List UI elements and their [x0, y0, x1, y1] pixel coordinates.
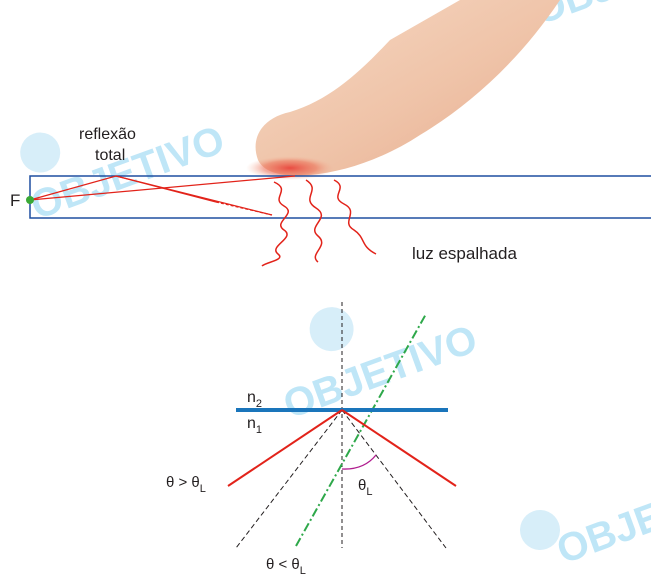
ray-dashed-segment [215, 201, 273, 216]
finger-illustration [246, 0, 560, 180]
scatter-label: luz espalhada [412, 244, 517, 263]
angle-greater-label: θ > θL [166, 474, 206, 495]
angle-limit-label: θL [358, 477, 372, 498]
watermark-emblem [309, 307, 354, 352]
watermark-logo-4: OBJETIVO [520, 462, 651, 573]
medium-n1-label: n1 [247, 415, 262, 436]
watermark-logo-2: OBJETIVO [278, 307, 483, 427]
watermark-group: OBJETIVO OBJETIVO OBJETIVO OBJETIVO [20, 0, 651, 573]
scatter-wave-2 [305, 179, 323, 263]
reflection-label-line1: reflexão [79, 126, 136, 143]
watermark-emblem [20, 132, 61, 173]
finger-contact-glow [246, 156, 334, 180]
finger-shape [255, 0, 560, 176]
watermark-emblem [520, 510, 560, 550]
medium-n2-label: n2 [247, 389, 262, 410]
top-figure: F reflexão total luz espalhada [10, 0, 651, 267]
dashed-ray-right [341, 409, 447, 549]
limit-angle-arc [341, 454, 377, 470]
angle-smaller-label: θ < θL [266, 556, 306, 576]
source-label: F [10, 191, 20, 210]
scatter-wave-3 [333, 179, 377, 255]
ray-segment [115, 175, 217, 203]
scatter-wave-1 [261, 181, 289, 267]
reflected-ray-left [227, 409, 343, 487]
light-source-point [26, 196, 34, 204]
bottom-figure: n2 n1 θ > θL θL θ < θL [166, 302, 457, 576]
dashed-ray-left [235, 409, 343, 549]
scattered-light-waves [261, 179, 377, 267]
reflected-ray-right [341, 409, 457, 487]
refracted-ray [295, 313, 427, 547]
watermark-text-4: OBJETIVO [551, 462, 651, 573]
reflection-label-line2: total [95, 147, 125, 164]
